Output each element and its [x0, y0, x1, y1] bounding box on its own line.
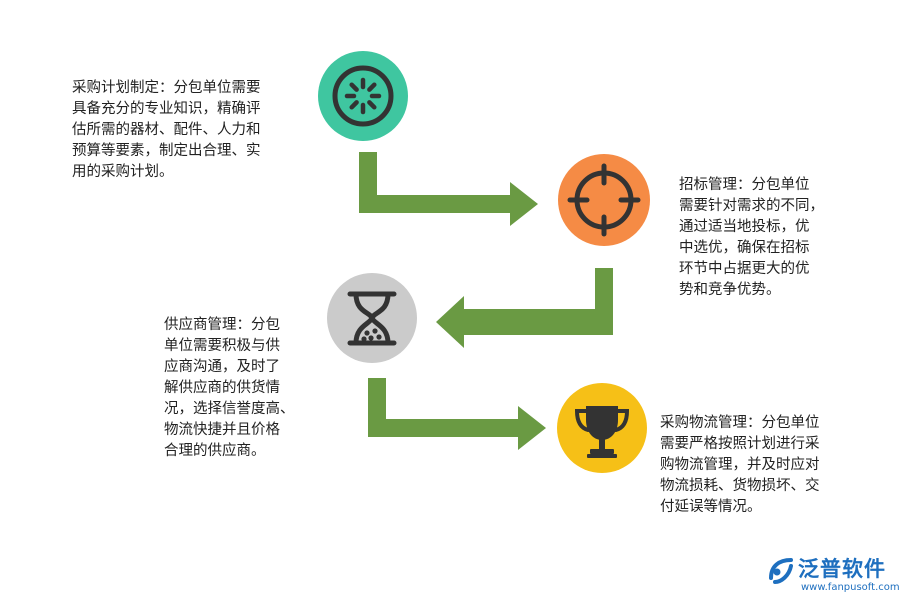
step4-description: 采购物流管理：分包单位 需要严格按照计划进行采 购物流管理，并及时应对 物流损耗… [660, 415, 820, 515]
hourglass-icon [347, 291, 397, 346]
settings-wheel-icon [332, 65, 394, 127]
step3-description: 供应商管理：分包 单位需要积极与供 应商沟通，及时了 解供应商的供货情 况，选择… [164, 317, 295, 459]
arrow-step1-to-step2 [359, 152, 538, 226]
crosshair-target-icon [567, 163, 641, 237]
brand-url: www.fanpusoft.com [801, 582, 900, 593]
trophy-icon [574, 406, 630, 458]
brand-name: 泛普软件 [798, 557, 886, 581]
arrow-step2-to-step3 [436, 268, 613, 348]
brand-mark-icon [769, 558, 793, 584]
step3-circle [327, 273, 417, 363]
arrow-step3-to-step4 [368, 378, 546, 450]
step1-description: 采购计划制定：分包单位需要 具备充分的专业知识，精确评 估所需的器材、配件、人力… [72, 80, 261, 180]
step4-circle [557, 383, 647, 473]
step2-circle [558, 154, 650, 246]
step1-circle [318, 51, 408, 141]
brand-logo: 泛普软件 www.fanpusoft.com [765, 552, 900, 598]
step2-description: 招标管理：分包单位 需要针对需求的不同， 通过适当地投标，优 中选优，确保在招标… [679, 177, 824, 298]
